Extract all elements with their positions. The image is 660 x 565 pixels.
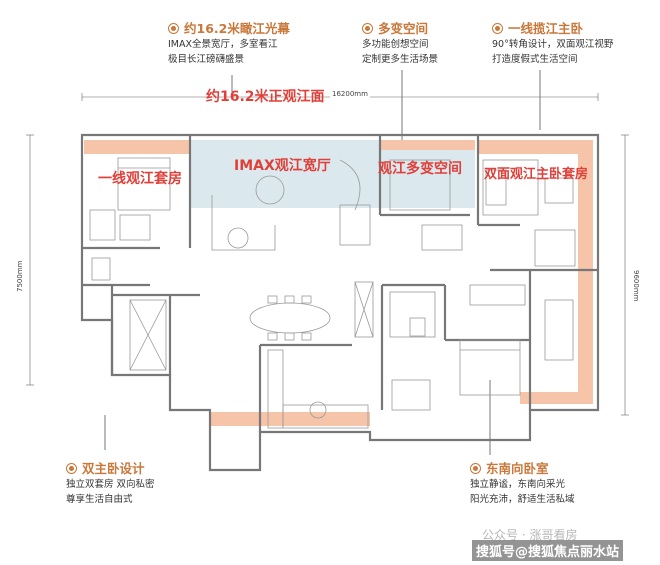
callout-master: 一线揽江主卧 90°转角设计，双面观江视野 打造度假式生活空间 [492, 18, 613, 67]
watermark-account: 公众号 · 涨哥看房 [482, 528, 578, 542]
callout-line: 多功能创想空间 [362, 39, 429, 50]
callout-multi: 多变空间 多功能创想空间 定制更多生活场景 [362, 18, 438, 67]
leader-lines [104, 70, 541, 455]
callout-line: 尊享生活自由式 [66, 494, 133, 505]
callout-line: 90°转角设计，双面观江视野 [492, 39, 614, 50]
room-label-multi: 观江多变空间 [378, 161, 462, 177]
callout-southeast: 东南向卧室 独立静谧，东南向采光 阳光充沛，舒适生活私域 [470, 458, 575, 507]
furniture [89, 157, 576, 429]
target-icon [168, 23, 179, 34]
walls [80, 133, 600, 472]
dimension-right: 9600mm [632, 270, 640, 302]
callout-title: 多变空间 [378, 21, 429, 36]
callout-title: 双主卧设计 [82, 461, 145, 476]
callout-title: 东南向卧室 [486, 461, 549, 476]
room-label-master: 双面观江主卧套房 [484, 167, 589, 182]
room-label-suite: 一线观江套房 [98, 171, 182, 187]
room-label-hall: IMAX观江宽厅 [234, 158, 331, 174]
target-icon [470, 463, 481, 474]
callout-line: 阳光充沛，舒适生活私域 [470, 494, 575, 505]
callout-line: 极目长江磅礴盛景 [168, 54, 245, 65]
target-icon [492, 23, 503, 34]
right-dimension-line [621, 134, 629, 416]
dimension-top: 16200mm [330, 90, 370, 98]
callout-line: IMAX全景宽厅，多室看江 [168, 39, 278, 50]
callout-dual: 双主卧设计 独立双套房 双向私密 尊享生活自由式 [66, 458, 155, 507]
callout-curtain: 约16.2米瞰江光幕 IMAX全景宽厅，多室看江 极目长江磅礴盛景 [168, 18, 290, 67]
frontage-label: 约16.2米正观江面 [206, 89, 325, 105]
hall-view-band [190, 140, 475, 208]
callout-title: 一线揽江主卧 [508, 21, 584, 36]
dimension-left: 7500mm [16, 260, 24, 292]
view-strips [84, 140, 593, 426]
callout-line: 打造度假式生活空间 [492, 54, 578, 65]
left-dimension-line [26, 134, 34, 386]
callout-line: 独立双套房 双向私密 [66, 479, 155, 490]
target-icon [362, 23, 373, 34]
callout-line: 独立静谧，东南向采光 [470, 479, 566, 490]
target-icon [66, 463, 77, 474]
callout-title: 约16.2米瞰江光幕 [184, 21, 290, 36]
callout-line: 定制更多生活场景 [362, 54, 439, 65]
watermark-site: 搜狐号@搜狐焦点丽水站 [472, 540, 624, 561]
